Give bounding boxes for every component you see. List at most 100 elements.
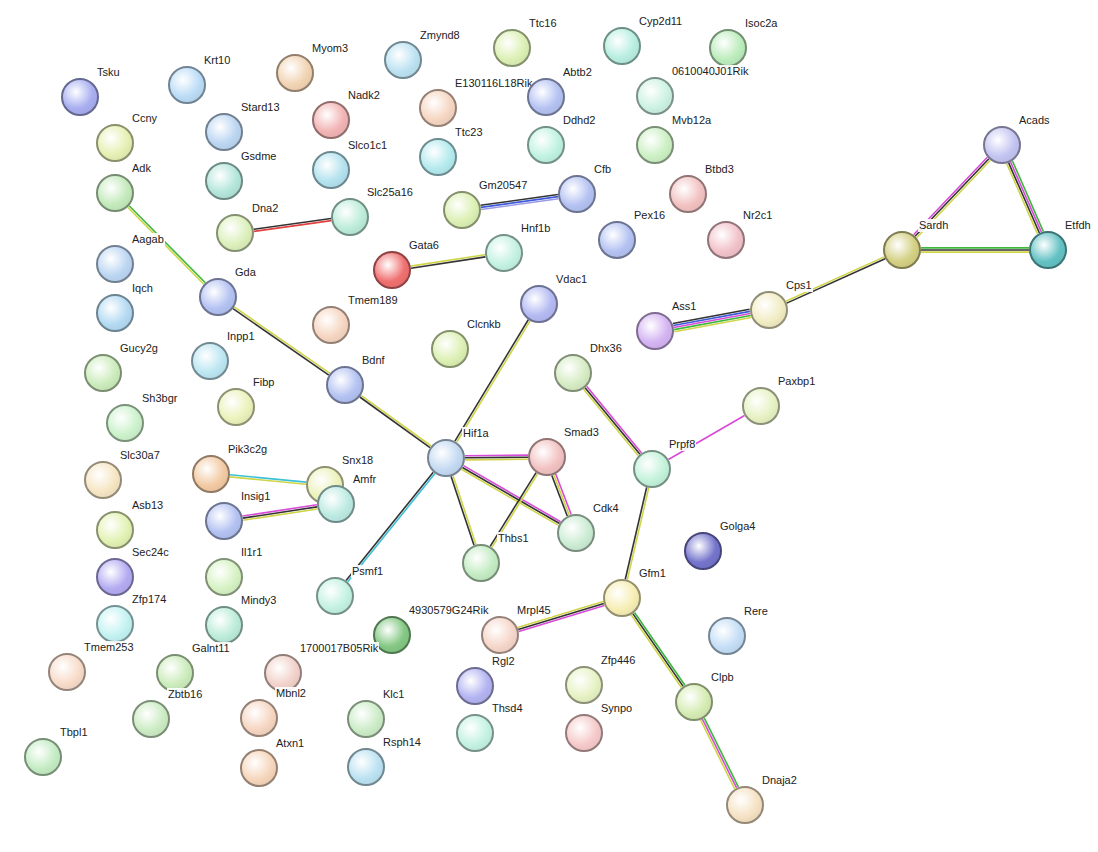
- protein-node: Synpo: [565, 714, 603, 752]
- protein-label: Tmem189: [347, 294, 399, 307]
- protein-label: Golga4: [719, 520, 756, 533]
- protein-node: Zbtb16: [132, 700, 170, 738]
- protein-circle: [558, 175, 596, 213]
- protein-label: Gda: [234, 266, 257, 279]
- protein-circle: [84, 461, 122, 499]
- protein-circle: [598, 221, 636, 259]
- interaction-edge: [346, 472, 435, 582]
- evidence-line: [625, 487, 646, 579]
- protein-node: Pik3c2g: [192, 455, 230, 493]
- protein-circle: [633, 450, 671, 488]
- protein-label: Adk: [131, 162, 152, 175]
- protein-node: Clpb: [675, 683, 713, 721]
- protein-node: Aagab: [96, 245, 134, 283]
- protein-node: Zfp446: [565, 666, 603, 704]
- protein-circle: [217, 388, 255, 426]
- protein-circle: [565, 666, 603, 704]
- protein-node: Mrpl45: [481, 616, 519, 654]
- protein-label: Inpp1: [226, 330, 256, 343]
- protein-node: Thsd4: [456, 714, 494, 752]
- protein-label: Gsdme: [240, 150, 277, 163]
- protein-node: Dnaja2: [726, 786, 764, 824]
- protein-circle: [603, 579, 641, 617]
- protein-node: Stard13: [205, 113, 243, 151]
- protein-circle: [205, 558, 243, 596]
- protein-node: E130116L18Rik: [419, 89, 457, 127]
- protein-node: Pex16: [598, 221, 636, 259]
- protein-label: E130116L18Rik: [454, 77, 533, 90]
- evidence-line: [481, 197, 558, 208]
- protein-label: Zbtb16: [167, 688, 203, 701]
- interaction-edge: [242, 505, 317, 520]
- protein-node: Isoc2a: [709, 29, 747, 67]
- protein-label: Dnaja2: [761, 774, 798, 787]
- protein-node: Atxn1: [240, 749, 278, 787]
- protein-node: Ass1: [636, 312, 674, 350]
- evidence-line: [411, 255, 485, 266]
- protein-node: Gsdme: [205, 162, 243, 200]
- protein-circle: [636, 77, 674, 115]
- evidence-line: [346, 472, 433, 580]
- evidence-line: [348, 473, 435, 581]
- interaction-edge: [914, 157, 991, 237]
- protein-circle: [1029, 231, 1067, 269]
- protein-node: Nr2c1: [707, 221, 745, 259]
- protein-circle: [462, 544, 500, 582]
- protein-circle: [96, 124, 134, 162]
- protein-circle: [603, 27, 641, 65]
- evidence-line: [587, 386, 642, 453]
- protein-node: Rgl2: [456, 667, 494, 705]
- protein-node: Dhx36: [554, 354, 592, 392]
- protein-label: Clcnkb: [466, 318, 502, 331]
- protein-circle: [199, 278, 237, 316]
- protein-node: Vdac1: [520, 285, 558, 323]
- protein-circle: [709, 29, 747, 67]
- evidence-line: [1007, 164, 1038, 234]
- protein-node: Ttc23: [419, 138, 457, 176]
- protein-node: Ddhd2: [527, 126, 565, 164]
- protein-circle: [456, 714, 494, 752]
- protein-label: Hif1a: [462, 427, 490, 440]
- evidence-line: [915, 159, 989, 236]
- protein-circle: [316, 577, 354, 615]
- interaction-edge: [786, 257, 885, 303]
- protein-circle: [742, 387, 780, 425]
- protein-label: Cfb: [593, 163, 612, 176]
- protein-label: Slc30a7: [119, 449, 161, 462]
- evidence-line: [465, 458, 528, 460]
- interaction-edge: [481, 195, 559, 210]
- evidence-line: [702, 719, 736, 788]
- protein-node: Myom3: [276, 54, 314, 92]
- protein-label: Tbpl1: [59, 726, 89, 739]
- protein-circle: [493, 29, 531, 67]
- protein-circle: [61, 78, 99, 116]
- protein-label: Pex16: [633, 209, 666, 222]
- evidence-line: [465, 456, 528, 458]
- protein-label: Pik3c2g: [227, 443, 268, 456]
- protein-circle: [96, 558, 134, 596]
- protein-node: Mindy3: [205, 606, 243, 644]
- protein-circle: [456, 667, 494, 705]
- protein-label: Fibp: [252, 376, 275, 389]
- protein-label: Rere: [743, 605, 769, 618]
- protein-node: Clcnkb: [431, 330, 469, 368]
- protein-node: Hif1a: [427, 439, 465, 477]
- protein-circle: [384, 41, 422, 79]
- evidence-line: [635, 612, 685, 685]
- evidence-line: [631, 615, 681, 688]
- protein-label: Paxbp1: [777, 375, 816, 388]
- protein-label: Smad3: [563, 426, 600, 439]
- protein-circle: [527, 126, 565, 164]
- protein-label: Bdnf: [361, 354, 386, 367]
- interaction-edge: [701, 718, 739, 789]
- evidence-line: [583, 389, 638, 456]
- protein-circle: [216, 214, 254, 252]
- protein-circle: [205, 162, 243, 200]
- protein-node: Abtb2: [527, 78, 565, 116]
- protein-node: Cdk4: [557, 514, 595, 552]
- protein-label: Btbd3: [704, 163, 735, 176]
- protein-circle: [527, 78, 565, 116]
- protein-label: Krt10: [203, 54, 231, 67]
- interaction-edge: [254, 219, 332, 232]
